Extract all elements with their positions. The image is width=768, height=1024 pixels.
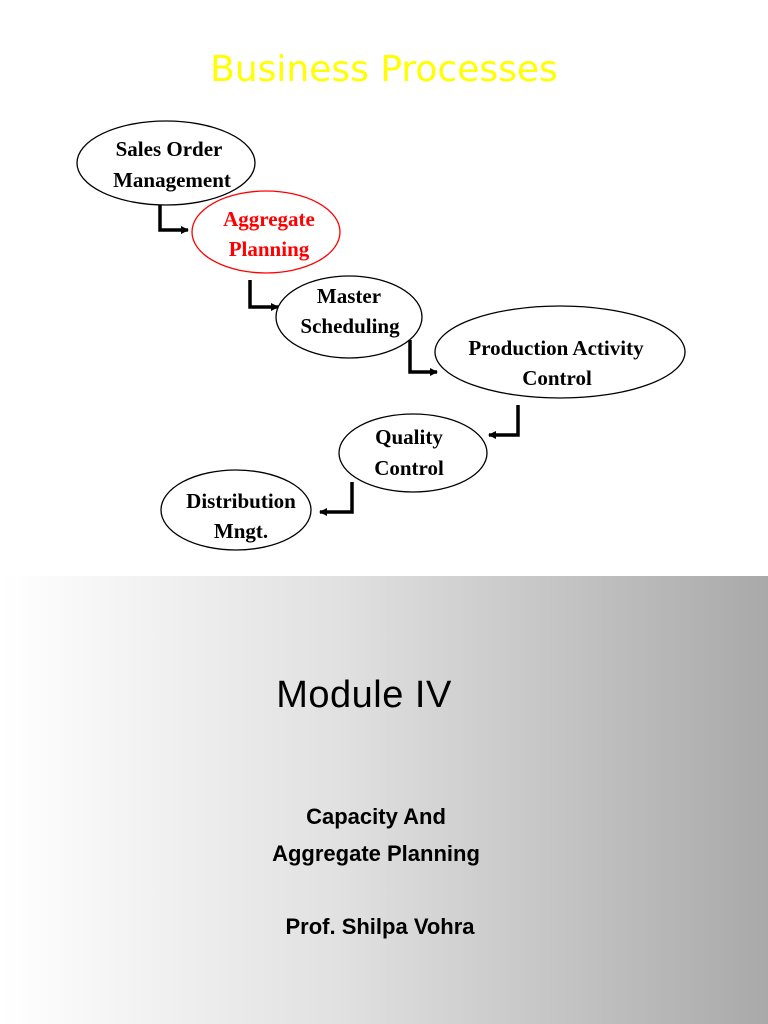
module-title: Module IV — [276, 674, 452, 716]
process-node-quality-control: Quality Control — [338, 413, 488, 493]
slide-title: Business Processes — [210, 49, 558, 90]
process-node-sales-order-management: Sales Order Management — [76, 120, 256, 206]
process-node-master-scheduling: Master Scheduling — [275, 275, 423, 359]
node-label-line: Mngt. — [214, 519, 268, 543]
node-label-line: Control — [522, 366, 592, 390]
node-label-line: Management — [113, 168, 231, 192]
subtitle-line: Capacity And — [306, 804, 446, 829]
process-node-distribution-mngt: Distribution Mngt. — [160, 469, 312, 551]
module-title-slide: Module IV Capacity And Aggregate Plannin… — [0, 576, 768, 1024]
subtitle-line: Aggregate Planning — [272, 841, 480, 866]
process-node-production-activity-control: Production Activity Control — [434, 305, 686, 399]
node-label-line: Distribution — [186, 489, 296, 513]
connector-arrow — [319, 482, 354, 516]
node-label-line: Control — [374, 456, 444, 480]
business-processes-slide: Business Processes Sales Order Managemen… — [76, 49, 686, 551]
author-name: Prof. Shilpa Vohra — [285, 914, 475, 939]
node-label-line: Quality — [375, 425, 443, 449]
connector-arrow — [408, 340, 438, 376]
connector-arrow — [248, 280, 279, 311]
business-process-flowchart: Sales Order Management Aggregate Plannin… — [76, 120, 686, 551]
node-label-line: Sales Order — [116, 137, 223, 161]
connector-arrow — [488, 405, 520, 439]
process-node-aggregate-planning: Aggregate Planning — [191, 190, 341, 274]
node-label-line: Planning — [229, 237, 310, 261]
connector-arrow — [158, 198, 189, 234]
node-label-line: Aggregate — [223, 207, 315, 231]
node-label-line: Master — [317, 284, 381, 308]
node-label-line: Production Activity — [468, 336, 644, 360]
node-label-line: Scheduling — [300, 314, 400, 338]
